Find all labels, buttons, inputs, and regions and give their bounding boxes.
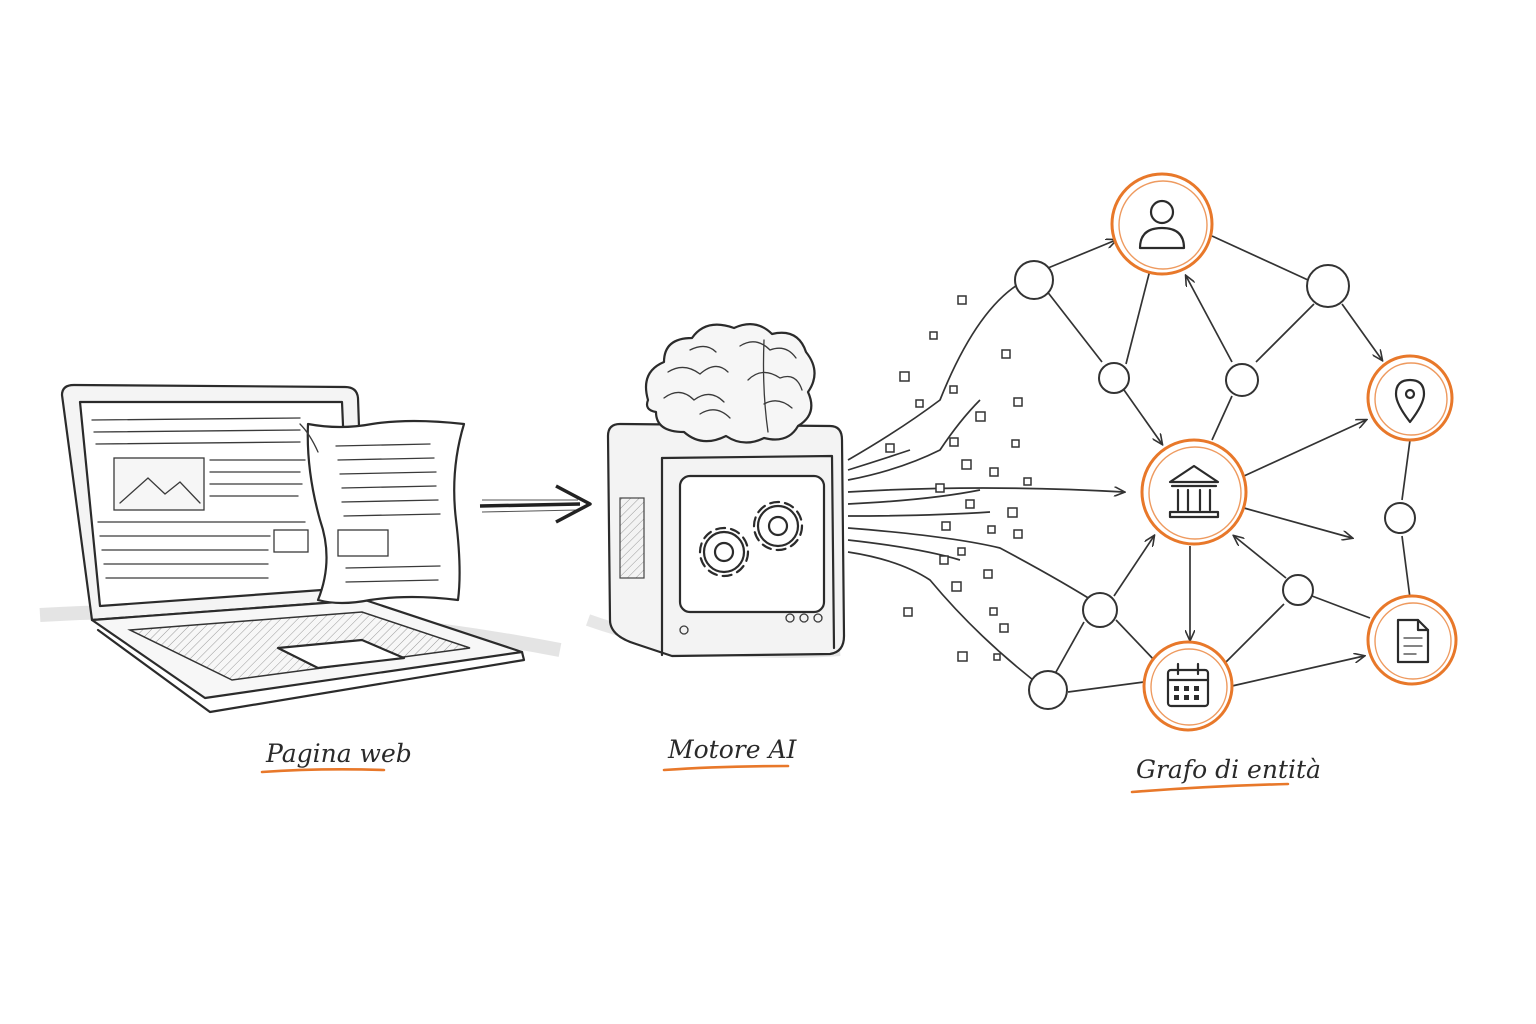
label-webpage: Pagina web [265,739,412,768]
graph-edges [1045,235,1411,693]
label-graph: Grafo di entità [1136,755,1321,784]
graph-node [1225,363,1259,397]
graph-nodes-small [1014,260,1416,710]
graph-node [1028,670,1068,710]
document-icon [1396,618,1430,664]
webpage-icon [91,417,309,579]
brain-icon [644,323,816,444]
graph-node [1384,502,1416,534]
location-pin-icon [1394,378,1426,424]
document-page-icon [299,419,466,605]
graph-node [1306,264,1350,308]
graph-node [1014,260,1054,300]
graph-node [1098,362,1130,394]
label-webpage-underline [260,768,386,774]
entity-document [1366,594,1458,686]
data-stream-lines [847,277,1124,691]
bank-building-icon [1168,464,1220,519]
entity-institution [1140,438,1248,546]
entity-person [1110,172,1214,276]
laptop-illustration [39,383,562,714]
entity-calendar [1142,640,1234,732]
label-graph-underline [1130,782,1290,794]
calendar-icon [1166,662,1210,708]
label-engine-underline [662,764,790,772]
flow-arrow [479,484,592,524]
person-icon [1138,199,1186,250]
data-particles [885,295,1032,662]
label-engine: Motore AI [667,735,797,764]
graph-node [1282,574,1314,606]
entity-location [1366,354,1454,442]
graph-node [1082,592,1118,628]
gears-icon [698,500,804,578]
